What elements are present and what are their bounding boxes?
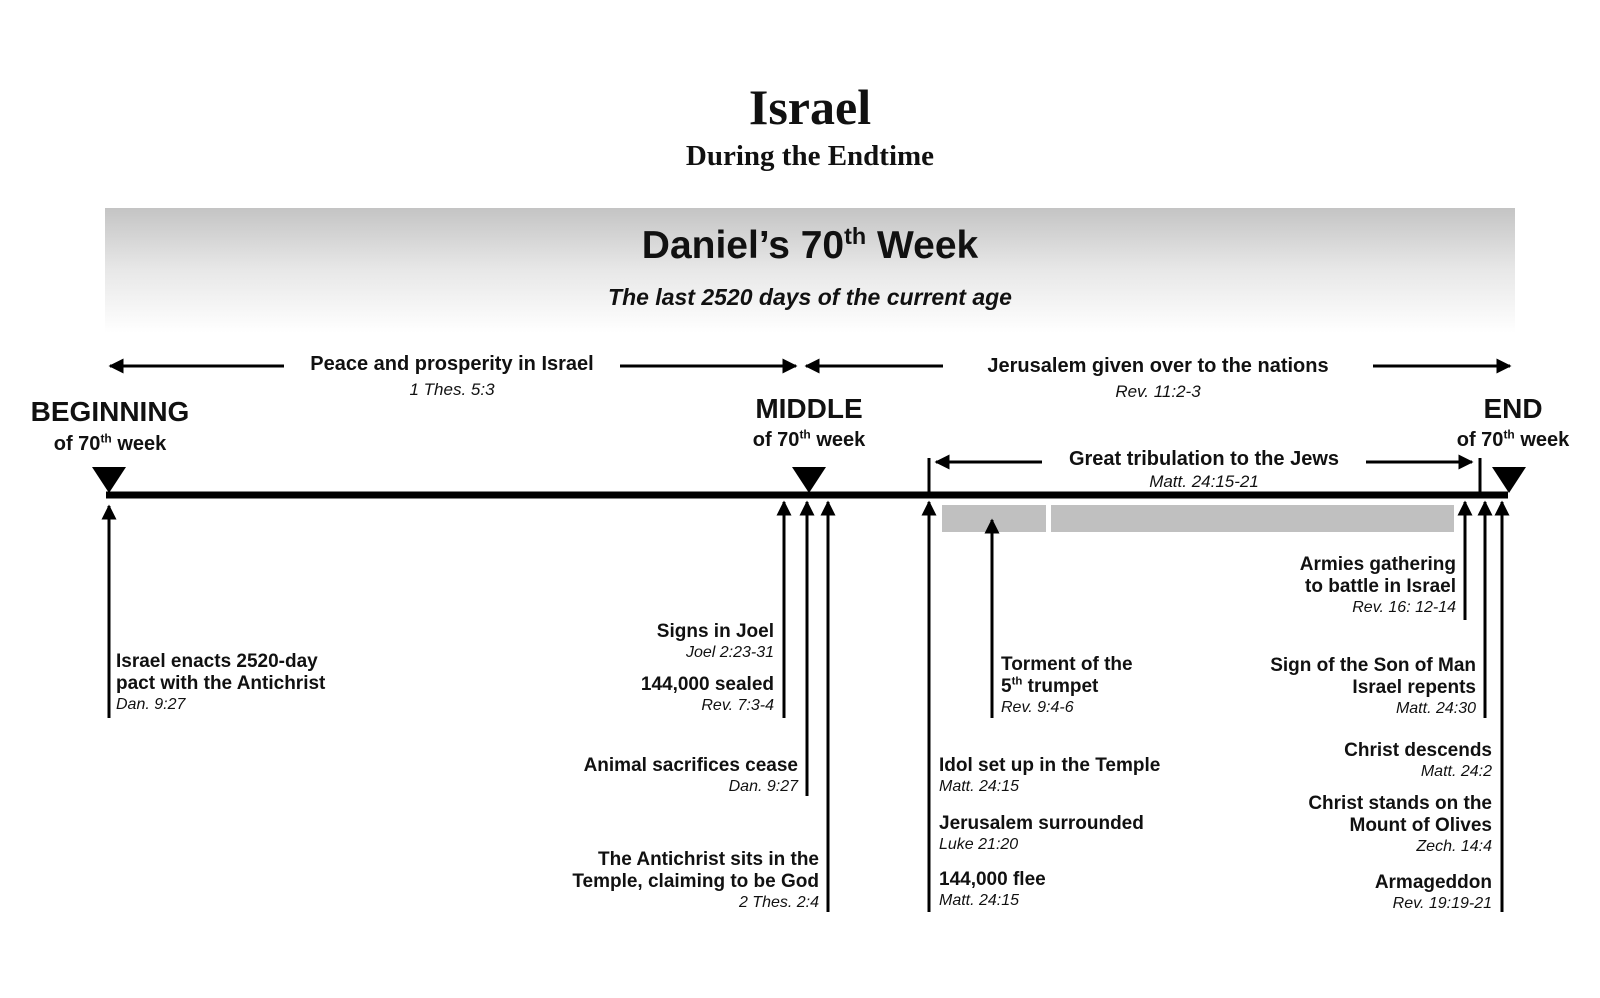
beginning-triangle [92,467,126,493]
event-descends-ref: Matt. 24:2 [1420,763,1492,780]
event-idol-ref: Matt. 24:15 [939,778,1020,795]
event-armageddon-label: Armageddon [1374,872,1492,893]
event-pact: Israel enacts 2520-day pact with the Ant… [116,651,325,715]
event-surrounded: Jerusalem surrounded Luke 21:20 [939,813,1144,855]
event-armies: Armies gathering to battle in Israel Rev… [1240,554,1456,618]
page-subtitle: During the Endtime [685,140,935,172]
event-idol-label: Idol set up in the Temple [939,755,1161,776]
event-sign-son-line2: Israel repents [1352,677,1476,698]
event-sign-son-line1: Sign of the Son of Man [1270,655,1476,676]
middle-triangle [792,467,826,493]
tribulation-bar [1051,505,1454,532]
event-signs-joel: Signs in Joel Joel 2:23-31 [560,621,774,663]
event-pact-ref: Dan. 9:27 [116,696,186,713]
peace-label: Peace and prosperity in Israel [310,353,594,375]
event-signs-joel-ref: Joel 2:23-31 [685,644,774,661]
event-antichrist-line1: The Antichrist sits in the [598,849,819,870]
nations-ref: Rev. 11:2-3 [1115,382,1201,401]
middle-title: MIDDLE [755,393,863,424]
event-signs-joel-label: Signs in Joel [656,621,774,642]
peace-ref: 1 Thes. 5:3 [409,380,495,399]
week-banner [105,208,1515,368]
event-pact-line1: Israel enacts 2520-day [116,651,318,672]
event-antichrist-temple: The Antichrist sits in the Temple, claim… [540,849,819,913]
event-idol: Idol set up in the Temple Matt. 24:15 [939,755,1160,797]
event-sealed-label: 144,000 sealed [640,674,774,695]
event-sacrifices-label: Animal sacrifices cease [583,755,798,776]
event-torment-line1: Torment of the [1001,654,1133,675]
tribulation-ref: Matt. 24:15-21 [1149,472,1259,491]
event-armageddon-ref: Rev. 19:19-21 [1392,895,1492,912]
event-antichrist-line2: Temple, claiming to be God [572,871,819,892]
event-sign-son-ref: Matt. 24:30 [1395,700,1476,717]
event-torment: Torment of the 5th trumpet Rev. 9:4-6 [1001,654,1133,718]
nations-label: Jerusalem given over to the nations [987,355,1329,377]
banner-subtitle: The last 2520 days of the current age [608,284,1012,310]
event-antichrist-ref: 2 Thes. 2:4 [738,894,819,911]
event-armageddon: Armageddon Rev. 19:19-21 [1240,872,1492,914]
event-armies-line1: Armies gathering [1299,554,1456,575]
end-title: END [1483,393,1543,424]
event-olives: Christ stands on the Mount of Olives Zec… [1240,793,1492,857]
fifth-trumpet-bar [942,505,1046,532]
event-flee-label: 144,000 flee [939,869,1046,890]
event-olives-ref: Zech. 14:4 [1416,838,1492,855]
event-armies-line2: to battle in Israel [1305,576,1456,597]
event-descends: Christ descends Matt. 24:2 [1240,740,1492,782]
end-subtitle: of 70th week [1456,427,1570,451]
event-surrounded-label: Jerusalem surrounded [939,813,1144,834]
event-armies-ref: Rev. 16: 12-14 [1352,599,1456,616]
event-sealed: 144,000 sealed Rev. 7:3-4 [560,674,774,716]
event-sign-son: Sign of the Son of Man Israel repents Ma… [1220,655,1476,719]
event-flee: 144,000 flee Matt. 24:15 [939,869,1046,911]
event-flee-ref: Matt. 24:15 [939,892,1020,909]
event-sacrifices-ref: Dan. 9:27 [728,778,798,795]
event-sacrifices: Animal sacrifices cease Dan. 9:27 [560,755,798,797]
beginning-subtitle: of 70th week [53,431,167,455]
end-triangle [1492,467,1526,493]
event-torment-ref: Rev. 9:4-6 [1001,699,1074,716]
event-olives-line2: Mount of Olives [1349,815,1493,836]
event-pact-line2: pact with the Antichrist [116,673,326,694]
middle-subtitle: of 70th week [752,427,866,451]
event-olives-line1: Christ stands on the [1308,793,1492,814]
event-sealed-ref: Rev. 7:3-4 [701,697,774,714]
page-title: Israel [748,79,872,135]
beginning-title: BEGINNING [30,396,190,427]
banner-title: Daniel’s 70th Week [641,223,979,267]
event-descends-label: Christ descends [1344,740,1492,761]
tribulation-label: Great tribulation to the Jews [1068,448,1340,470]
event-torment-line2: 5th trumpet [1001,675,1099,697]
event-surrounded-ref: Luke 21:20 [939,836,1019,853]
